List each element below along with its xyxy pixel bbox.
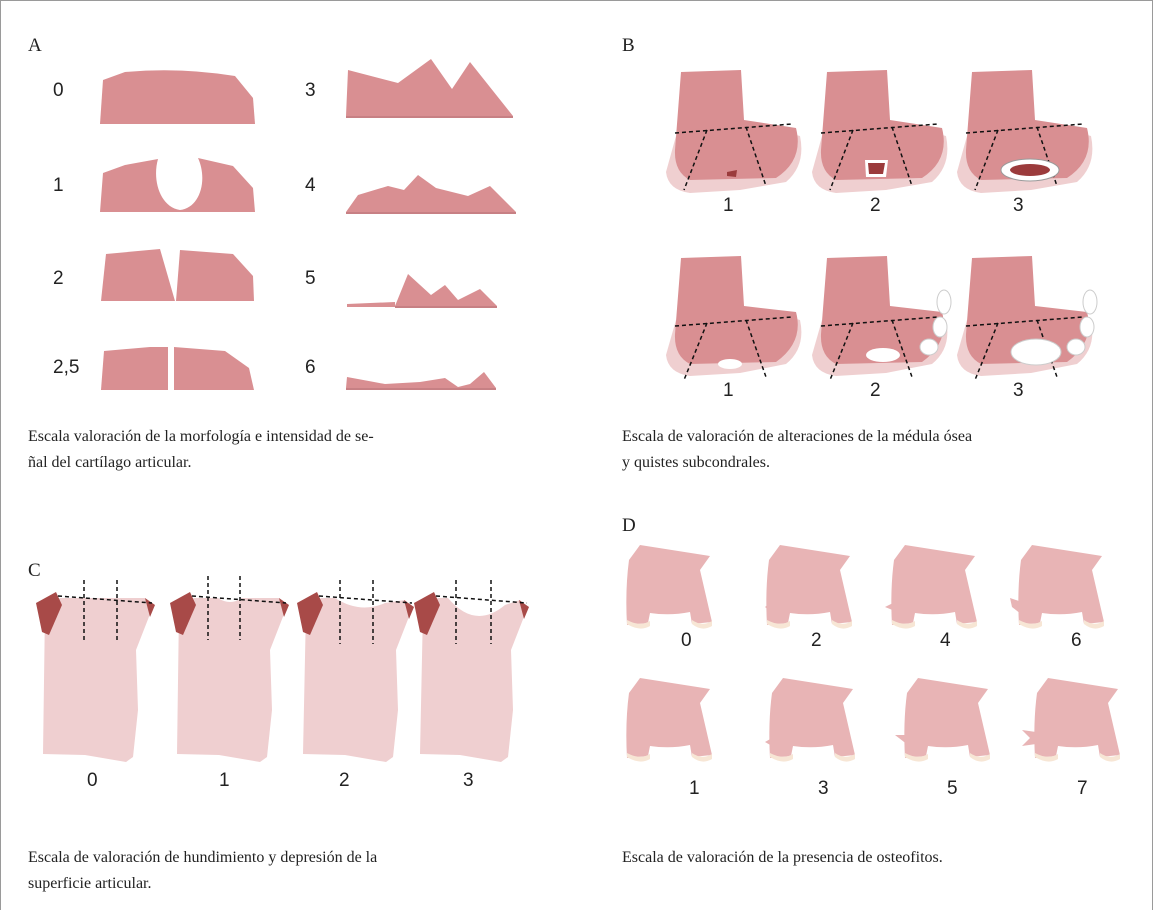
bone-marrow-grade-1 bbox=[666, 70, 801, 193]
panel-a-grade-label: 2 bbox=[53, 268, 64, 290]
panel-b-grade-label: 1 bbox=[723, 380, 734, 402]
panel-c-caption-line: Escala de valoración de hundimiento y de… bbox=[28, 845, 548, 871]
panel-c-grade-label: 0 bbox=[87, 770, 98, 792]
panel-b-caption: Escala de valoración de alteraciones de … bbox=[622, 424, 1142, 476]
osteophyte-grade-1 bbox=[626, 678, 712, 762]
osteophyte-grade-7 bbox=[1022, 678, 1120, 762]
panel-a-caption: Escala valoración de la morfología e int… bbox=[28, 424, 548, 476]
depression-grade-2 bbox=[297, 580, 414, 762]
cartilage-grade-5 bbox=[395, 274, 497, 306]
panel-d-grade-label: 6 bbox=[1071, 630, 1082, 652]
panel-b-grade-label: 3 bbox=[1013, 195, 1024, 217]
cartilage-grade-6 bbox=[346, 372, 496, 388]
osteophyte-grade-2 bbox=[765, 545, 852, 629]
depression-grade-1 bbox=[170, 576, 289, 762]
panel-d-grade-label: 1 bbox=[689, 778, 700, 800]
panel-a-grade-label: 4 bbox=[305, 175, 316, 197]
panel-c-letter: C bbox=[28, 560, 41, 582]
panel-d-grade-label: 0 bbox=[681, 630, 692, 652]
depression-grade-0 bbox=[36, 580, 155, 762]
panel-c-caption: Escala de valoración de hundimiento y de… bbox=[28, 845, 548, 897]
subchondral-cyst-grade-1 bbox=[666, 256, 801, 380]
osteophyte-grade-3 bbox=[765, 678, 855, 762]
panel-b-grade-label: 1 bbox=[723, 195, 734, 217]
panel-b-grade-label: 2 bbox=[870, 195, 881, 217]
panel-d-grade-label: 4 bbox=[940, 630, 951, 652]
panel-d-grade-label: 3 bbox=[818, 778, 829, 800]
depression-grade-3 bbox=[414, 580, 529, 762]
cartilage-grade-2-right bbox=[176, 250, 254, 301]
panel-a-grade-label: 1 bbox=[53, 175, 64, 197]
panel-d-caption-line: Escala de valoración de la presencia de … bbox=[622, 845, 1142, 871]
panel-d-illustrations bbox=[626, 545, 1120, 762]
panel-b-caption-line: y quistes subcondrales. bbox=[622, 450, 1142, 476]
cartilage-grade-2-5-left bbox=[101, 347, 168, 390]
cartilage-grade-6-base bbox=[346, 388, 496, 390]
panel-a-grade-label: 0 bbox=[53, 80, 64, 102]
panel-d-grade-label: 2 bbox=[811, 630, 822, 652]
panel-d-caption: Escala de valoración de la presencia de … bbox=[622, 845, 1142, 871]
cartilage-grade-3-base bbox=[346, 116, 513, 118]
cartilage-grade-4-base bbox=[346, 212, 516, 214]
panel-a-caption-line: Escala valoración de la morfología e int… bbox=[28, 424, 548, 450]
cartilage-grade-5-remnant bbox=[347, 302, 395, 307]
subchondral-cyst-grade-3 bbox=[957, 256, 1097, 380]
panel-c-caption-line: superficie articular. bbox=[28, 871, 548, 897]
panel-a-grade-label: 6 bbox=[305, 357, 316, 379]
panel-a-grade-label: 2,5 bbox=[53, 357, 79, 379]
panel-a-letter: A bbox=[28, 35, 42, 57]
osteophyte-grade-0 bbox=[626, 545, 712, 629]
panel-b-grade-label: 2 bbox=[870, 380, 881, 402]
panel-a-grade-label: 5 bbox=[305, 268, 316, 290]
panel-d-grade-label: 5 bbox=[947, 778, 958, 800]
bone-marrow-grade-2 bbox=[812, 70, 947, 193]
cartilage-grade-3 bbox=[346, 59, 513, 116]
panel-c-grade-label: 2 bbox=[339, 770, 350, 792]
panel-d-letter: D bbox=[622, 515, 636, 537]
osteophyte-grade-4 bbox=[885, 545, 977, 629]
subchondral-cyst-grade-2 bbox=[812, 256, 951, 380]
cartilage-grade-0 bbox=[100, 70, 255, 124]
panel-a-caption-line: ñal del cartílago articular. bbox=[28, 450, 548, 476]
panel-c-illustrations bbox=[36, 576, 529, 762]
panel-b-grade-label: 3 bbox=[1013, 380, 1024, 402]
cartilage-grade-2-5-right bbox=[174, 347, 254, 390]
cartilage-grade-2-left bbox=[101, 249, 175, 301]
cartilage-grade-1 bbox=[100, 158, 255, 212]
panel-c-grade-label: 3 bbox=[463, 770, 474, 792]
cartilage-grade-4 bbox=[346, 175, 516, 212]
panel-c-grade-label: 1 bbox=[219, 770, 230, 792]
osteophyte-grade-6 bbox=[1010, 545, 1104, 629]
panel-b-illustrations bbox=[666, 70, 1097, 380]
panel-b-letter: B bbox=[622, 35, 635, 57]
panel-b-caption-line: Escala de valoración de alteraciones de … bbox=[622, 424, 1142, 450]
panel-d-grade-label: 7 bbox=[1077, 778, 1088, 800]
cartilage-grade-5-base bbox=[395, 306, 497, 308]
bone-marrow-grade-3 bbox=[957, 70, 1092, 193]
osteophyte-grade-5 bbox=[895, 678, 990, 762]
panel-a-grade-label: 3 bbox=[305, 80, 316, 102]
panel-a-illustrations bbox=[100, 59, 516, 390]
